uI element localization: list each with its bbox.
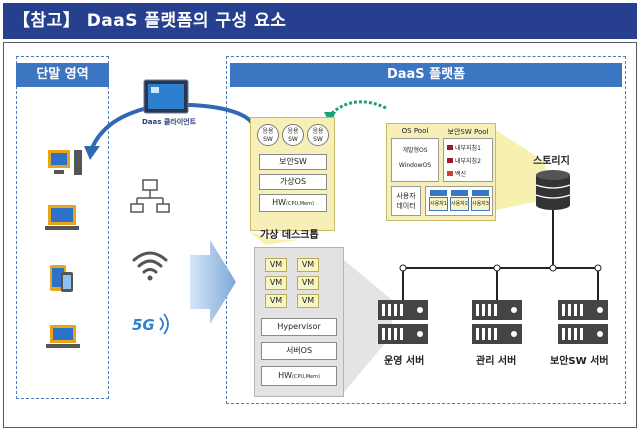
vm-cell: VM	[297, 276, 319, 290]
cellular-5g-label: 5G	[132, 316, 155, 334]
management-server-icon	[472, 300, 522, 344]
pool-arrow-icon	[328, 100, 387, 117]
os-item: 개발형OS	[402, 147, 428, 154]
storage-label: 스토리지	[533, 156, 570, 167]
virtual-desktop-label: 가상 데스크톱	[260, 230, 319, 241]
client-arrow-head-icon	[84, 146, 100, 160]
desktop-spotlight	[250, 232, 300, 245]
vm-cell: VM	[265, 276, 287, 290]
terminal-area-title: 단말 영역	[16, 63, 109, 87]
user-data-box: 사용자 데이터	[391, 186, 421, 216]
notebook-icon	[46, 325, 80, 348]
mobile-tablet-icon	[50, 265, 73, 292]
storage-pool-box: OS Pool 보안SW Pool 개발형OS WindowOS 내부지침1 내…	[386, 123, 496, 221]
os-pool: 개발형OS WindowOS	[391, 138, 439, 182]
big-arrow-icon	[190, 240, 236, 324]
wifi-icon	[132, 251, 168, 281]
server-os-layer: 서버OS	[261, 342, 337, 360]
storage-spotlight	[496, 130, 545, 210]
user-cell: 사용자2	[450, 197, 469, 211]
hw-layer: HW(CPU,Mem)	[259, 194, 327, 212]
sw-item: 내부지침1	[447, 143, 492, 152]
sw-pool: 내부지침1 내부지침2 백신	[443, 138, 493, 182]
server-hw-layer: HW(CPU,Mem)	[261, 366, 337, 386]
vm-cell: VM	[297, 258, 319, 272]
sw-pool-title: 보안SW Pool	[447, 128, 489, 136]
security-sw-layer: 보안SW	[259, 154, 327, 170]
security-server-icon	[558, 300, 608, 344]
sw-item: 내부지침2	[447, 156, 492, 165]
management-server-label: 관리 서버	[476, 356, 517, 367]
cellular-waves-icon	[159, 313, 169, 335]
daas-client-label: Daas 클라이언트	[142, 118, 197, 126]
server-spotlight	[344, 260, 392, 392]
ops-server-icon	[378, 300, 428, 344]
page-title: 【참고】 DaaS 플랫폼의 구성 요소	[3, 3, 637, 39]
hypervisor-layer: Hypervisor	[261, 318, 337, 336]
daas-platform-panel	[226, 56, 626, 404]
user-data-cells: 사용자1 사용자2 사용자3	[425, 186, 493, 216]
vm-cell: VM	[265, 258, 287, 272]
daas-client-monitor-icon	[143, 79, 189, 114]
ops-server-label: 운영 서버	[384, 356, 425, 367]
desktop-pc-icon	[48, 150, 82, 175]
vm-cell: VM	[297, 294, 319, 308]
daas-platform-title: DaaS 플랫폼	[230, 63, 622, 87]
os-pool-title: OS Pool	[401, 127, 429, 135]
vm-cell: VM	[265, 294, 287, 308]
security-server-label: 보안SW 서버	[550, 356, 609, 367]
sw-item: 백신	[447, 169, 492, 178]
storage-icon	[535, 170, 571, 210]
server-box: VM VM VM VM VM VM Hypervisor 서버OS HW(CPU…	[254, 247, 344, 397]
user-cell: 사용자1	[429, 197, 448, 211]
wired-network-icon	[130, 179, 170, 213]
user-cell: 사용자3	[471, 197, 490, 211]
virtual-os-layer: 가상OS	[259, 174, 327, 190]
laptop-icon	[45, 205, 79, 230]
os-item: WindowOS	[398, 162, 432, 169]
terminal-area-panel	[16, 56, 109, 399]
